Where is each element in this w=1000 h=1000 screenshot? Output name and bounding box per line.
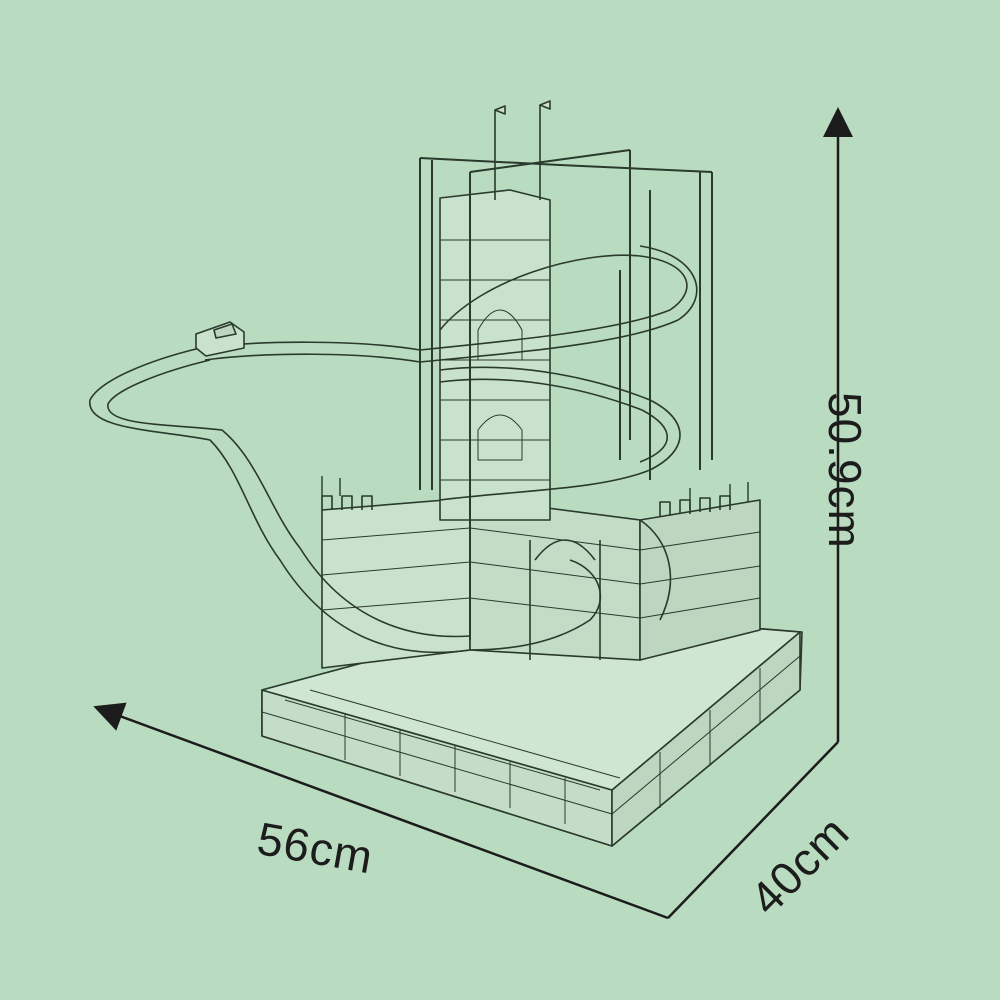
corner-torches <box>321 476 749 510</box>
coaster-track <box>89 245 698 654</box>
support-frame <box>419 149 713 640</box>
castle-walls <box>321 495 761 669</box>
dimension-lines <box>93 107 853 920</box>
coaster-car <box>195 321 245 357</box>
height-label: 50.9cm <box>819 392 871 549</box>
width-dimension-arrow <box>93 702 669 920</box>
marble-run-castle-model <box>89 100 803 847</box>
depth-dimension-line <box>667 741 839 919</box>
